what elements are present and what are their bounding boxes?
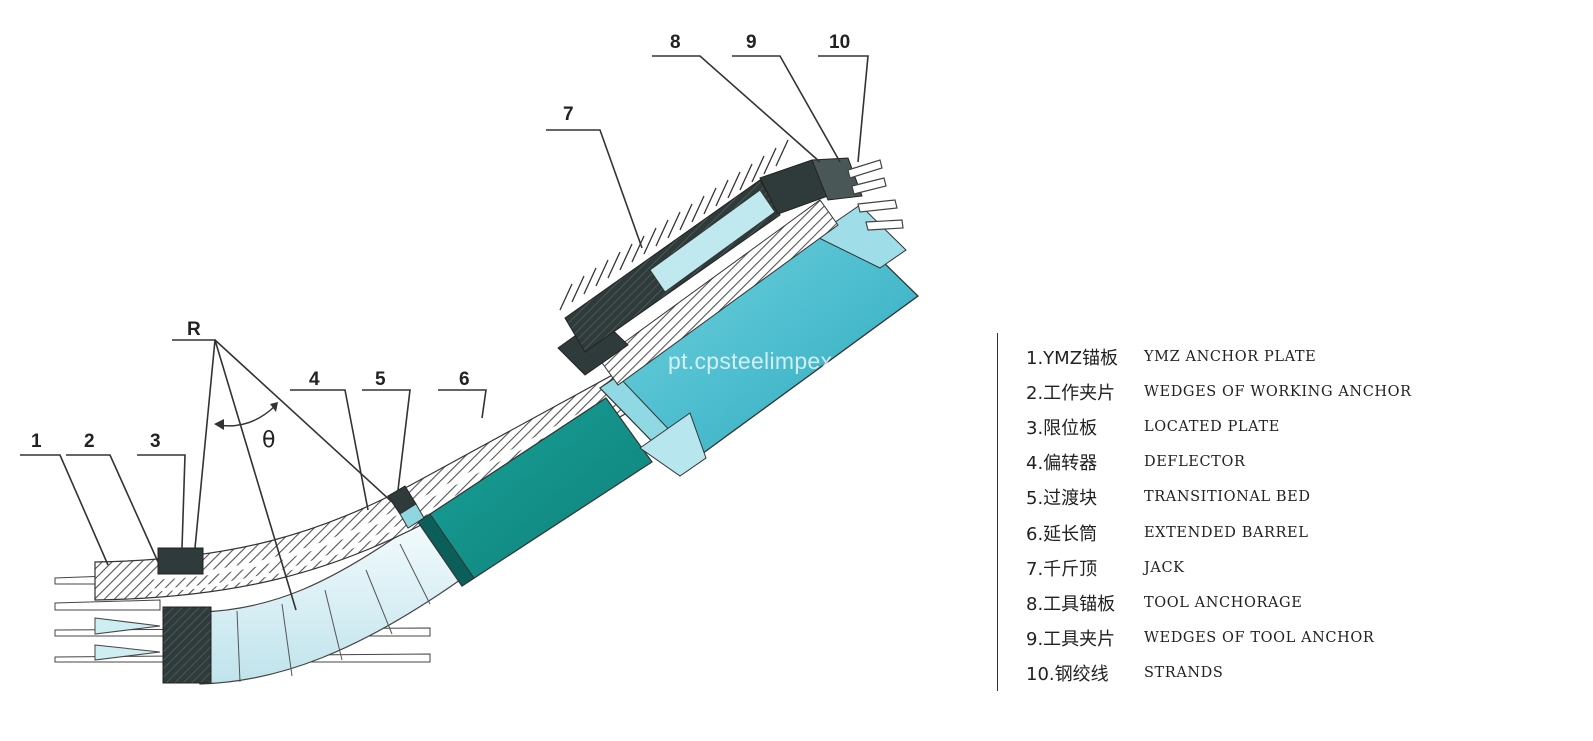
legend-item-cn: 4.偏转器 — [1026, 453, 1098, 475]
deflector-segment-lines — [236, 543, 431, 683]
legend-item-cn: 7.千斤顶 — [1026, 558, 1098, 580]
anchor-jack-diagram: 1 2 3 4 5 6 7 8 9 10 R θ — [20, 32, 920, 685]
located-plate — [157, 547, 204, 575]
callout-7: 7 — [563, 104, 574, 125]
callout-3: 3 — [150, 431, 161, 452]
legend-item-en: TOOL ANCHORAGE — [1144, 594, 1303, 611]
legend-item-cn: 1.YMZ锚板 — [1026, 347, 1119, 369]
legend-item-cn: 5.过渡块 — [1026, 488, 1098, 510]
legend-item: 10.钢绞线 STRANDS — [1026, 656, 1546, 691]
legend-item: 5.过渡块 TRANSITIONAL BED — [1026, 480, 1546, 515]
ground-hatch — [559, 139, 789, 311]
angle-arc — [217, 405, 276, 427]
callout-2: 2 — [84, 431, 95, 452]
legend-item-cn: 2.工作夹片 — [1026, 382, 1116, 404]
legend-item: 4.偏转器 DEFLECTOR — [1026, 445, 1546, 480]
angle-label: θ — [262, 428, 275, 453]
callout-10: 10 — [829, 32, 850, 53]
callout-9: 9 — [746, 32, 757, 53]
legend-item: 7.千斤顶 JACK — [1026, 550, 1546, 585]
callout-1: 1 — [31, 431, 42, 452]
watermark: pt.cpsteelimpex.com — [668, 348, 884, 374]
legend-item-cn: 3.限位板 — [1026, 417, 1098, 439]
anchor-plate — [162, 606, 212, 684]
legend-item-en: DEFLECTOR — [1144, 454, 1246, 471]
legend-item-en: WEDGES OF TOOL ANCHOR — [1144, 630, 1375, 647]
legend-item: 3.限位板 LOCATED PLATE — [1026, 409, 1546, 444]
parts-legend: 1.YMZ锚板 YMZ ANCHOR PLATE 2.工作夹片 WEDGES O… — [1026, 339, 1546, 691]
tool-wedges — [811, 157, 863, 201]
legend-item-cn: 9.工具夹片 — [1026, 629, 1116, 651]
legend-item-cn: 10.钢绞线 — [1026, 664, 1109, 686]
legend-item-en: YMZ ANCHOR PLATE — [1144, 348, 1317, 365]
callout-5: 5 — [375, 369, 386, 390]
upper-hatched-band — [599, 199, 839, 386]
legend-item: 6.延长筒 EXTENDED BARREL — [1026, 515, 1546, 550]
right-strand-tips — [847, 159, 904, 231]
leader-lines — [20, 55, 869, 611]
radius-label: R — [187, 319, 201, 340]
legend-item-en: STRANDS — [1144, 665, 1224, 682]
callout-4: 4 — [309, 369, 320, 390]
callout-6: 6 — [459, 369, 470, 390]
legend-item-en: JACK — [1144, 559, 1185, 576]
legend-item: 9.工具夹片 WEDGES OF TOOL ANCHOR — [1026, 621, 1546, 656]
legend-item-en: WEDGES OF WORKING ANCHOR — [1144, 383, 1412, 400]
legend-item: 8.工具锚板 TOOL ANCHORAGE — [1026, 585, 1546, 620]
legend-item: 1.YMZ锚板 YMZ ANCHOR PLATE — [1026, 339, 1546, 374]
legend-item-en: EXTENDED BARREL — [1144, 524, 1309, 541]
callout-8: 8 — [670, 32, 681, 53]
legend-item: 2.工作夹片 WEDGES OF WORKING ANCHOR — [1026, 374, 1546, 409]
legend-item-cn: 6.延长筒 — [1026, 523, 1098, 545]
legend-divider — [997, 333, 998, 691]
legend-item-en: LOCATED PLATE — [1144, 418, 1280, 435]
legend-item-en: TRANSITIONAL BED — [1144, 489, 1311, 506]
legend-item-cn: 8.工具锚板 — [1026, 593, 1116, 615]
